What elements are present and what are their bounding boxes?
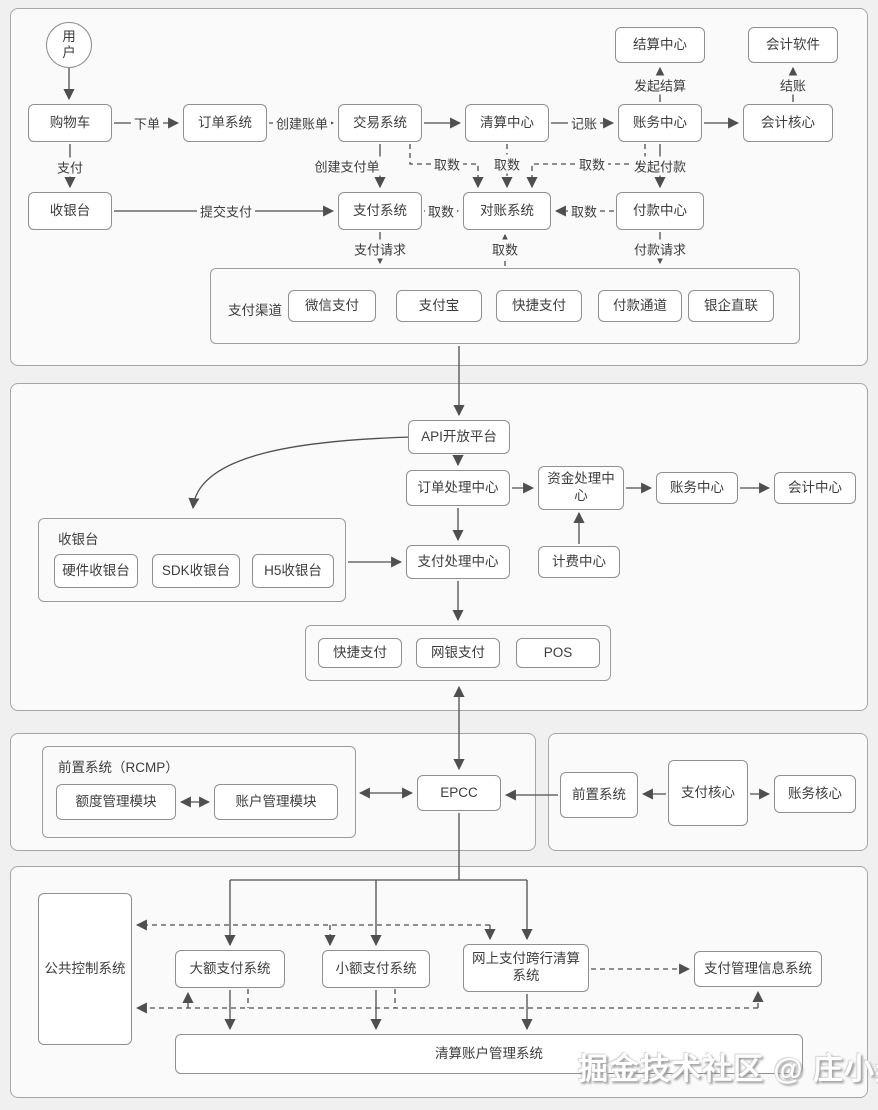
node-accounting-center-2: 账务中心 [656, 472, 738, 504]
node-h5-cashier: H5收银台 [252, 554, 334, 588]
edge-label-bookkeeping: 记账 [567, 113, 601, 133]
node-finance-center: 会计中心 [774, 472, 856, 504]
node-ibps: 网上支付跨行清算系统 [463, 944, 589, 992]
edge-label-fetch-data-2: 取数 [490, 154, 524, 174]
edge-label-place-order: 下单 [130, 113, 164, 133]
node-method-quick-pay: 快捷支付 [318, 638, 402, 668]
node-channel-quick-pay: 快捷支付 [496, 290, 582, 322]
node-billing-center: 计费中心 [538, 546, 620, 578]
node-front-system: 前置系统 [560, 772, 638, 818]
node-method-pos: POS [516, 638, 600, 668]
edge-label-payment-request: 支付请求 [350, 239, 410, 259]
node-clearing-center: 清算中心 [465, 104, 549, 142]
node-accounting-software: 会计软件 [748, 27, 838, 63]
node-settlement-center: 结算中心 [615, 27, 705, 63]
node-funds-processing-center: 资金处理中心 [538, 466, 624, 510]
cashier-group-label: 收银台 [58, 532, 99, 547]
node-sdk-cashier: SDK收银台 [152, 554, 240, 588]
node-channel-alipay: 支付宝 [396, 290, 482, 322]
edge-label-pay: 支付 [53, 157, 87, 177]
watermark: 掘金技术社区 @ 庄小焱 [578, 1053, 878, 1086]
edge-label-fetch-data-1: 取数 [430, 154, 464, 174]
node-payment-system: 支付系统 [338, 192, 422, 230]
node-order-system: 订单系统 [183, 104, 267, 142]
edge-label-fetch-data-6: 取数 [488, 239, 522, 259]
node-payment-processing-center: 支付处理中心 [406, 545, 510, 579]
node-epcc: EPCC [417, 775, 501, 811]
node-account-management-module: 账户管理模块 [214, 784, 338, 820]
node-channel-payout-channel: 付款通道 [598, 290, 682, 322]
edge-label-create-payment-order: 创建支付单 [311, 156, 383, 176]
node-order-processing-center: 订单处理中心 [406, 470, 510, 506]
node-hvps: 大额支付系统 [175, 950, 285, 988]
node-method-netbank-pay: 网银支付 [416, 638, 500, 668]
edge-label-payout-request: 付款请求 [630, 239, 690, 259]
node-clearing-account-mgmt: 清算账户管理系统 [175, 1034, 803, 1074]
node-payout-center: 付款中心 [616, 192, 704, 230]
edge-label-submit-payment: 提交支付 [196, 201, 256, 221]
node-beps: 小额支付系统 [322, 950, 430, 988]
node-user: 用户 [46, 22, 92, 68]
rcmp-group-label: 前置系统（RCMP） [58, 760, 179, 775]
node-channel-bank-direct: 银企直联 [688, 290, 774, 322]
node-api-platform: API开放平台 [408, 420, 510, 454]
node-payment-core: 支付核心 [668, 760, 748, 826]
node-accounting-center: 账务中心 [618, 104, 702, 142]
edge-label-fetch-data-5: 取数 [567, 201, 601, 221]
node-reconciliation-system: 对账系统 [463, 192, 551, 230]
node-user-label: 用户 [62, 29, 76, 60]
edge-label-initiate-payout: 发起付款 [630, 156, 690, 176]
node-quota-management-module: 额度管理模块 [56, 784, 176, 820]
node-trade-system: 交易系统 [338, 104, 422, 142]
node-accounting-core-2: 账务核心 [774, 775, 856, 813]
edge-label-settle: 结账 [776, 75, 810, 95]
payment-channels-label: 支付渠道 [228, 303, 282, 318]
node-pmis: 支付管理信息系统 [694, 951, 822, 987]
node-accounting-core: 会计核心 [743, 104, 833, 142]
edge-label-create-bill: 创建账单 [272, 113, 332, 133]
node-cashier: 收银台 [28, 192, 112, 230]
node-cart: 购物车 [28, 104, 112, 142]
edge-label-initiate-settlement: 发起结算 [630, 75, 690, 95]
edge-label-fetch-data-4: 取数 [424, 201, 458, 221]
edge-label-fetch-data-3: 取数 [575, 154, 609, 174]
node-channel-wechat-pay: 微信支付 [288, 290, 376, 322]
node-hardware-cashier: 硬件收银台 [54, 554, 138, 588]
node-public-control-system: 公共控制系统 [38, 893, 132, 1045]
